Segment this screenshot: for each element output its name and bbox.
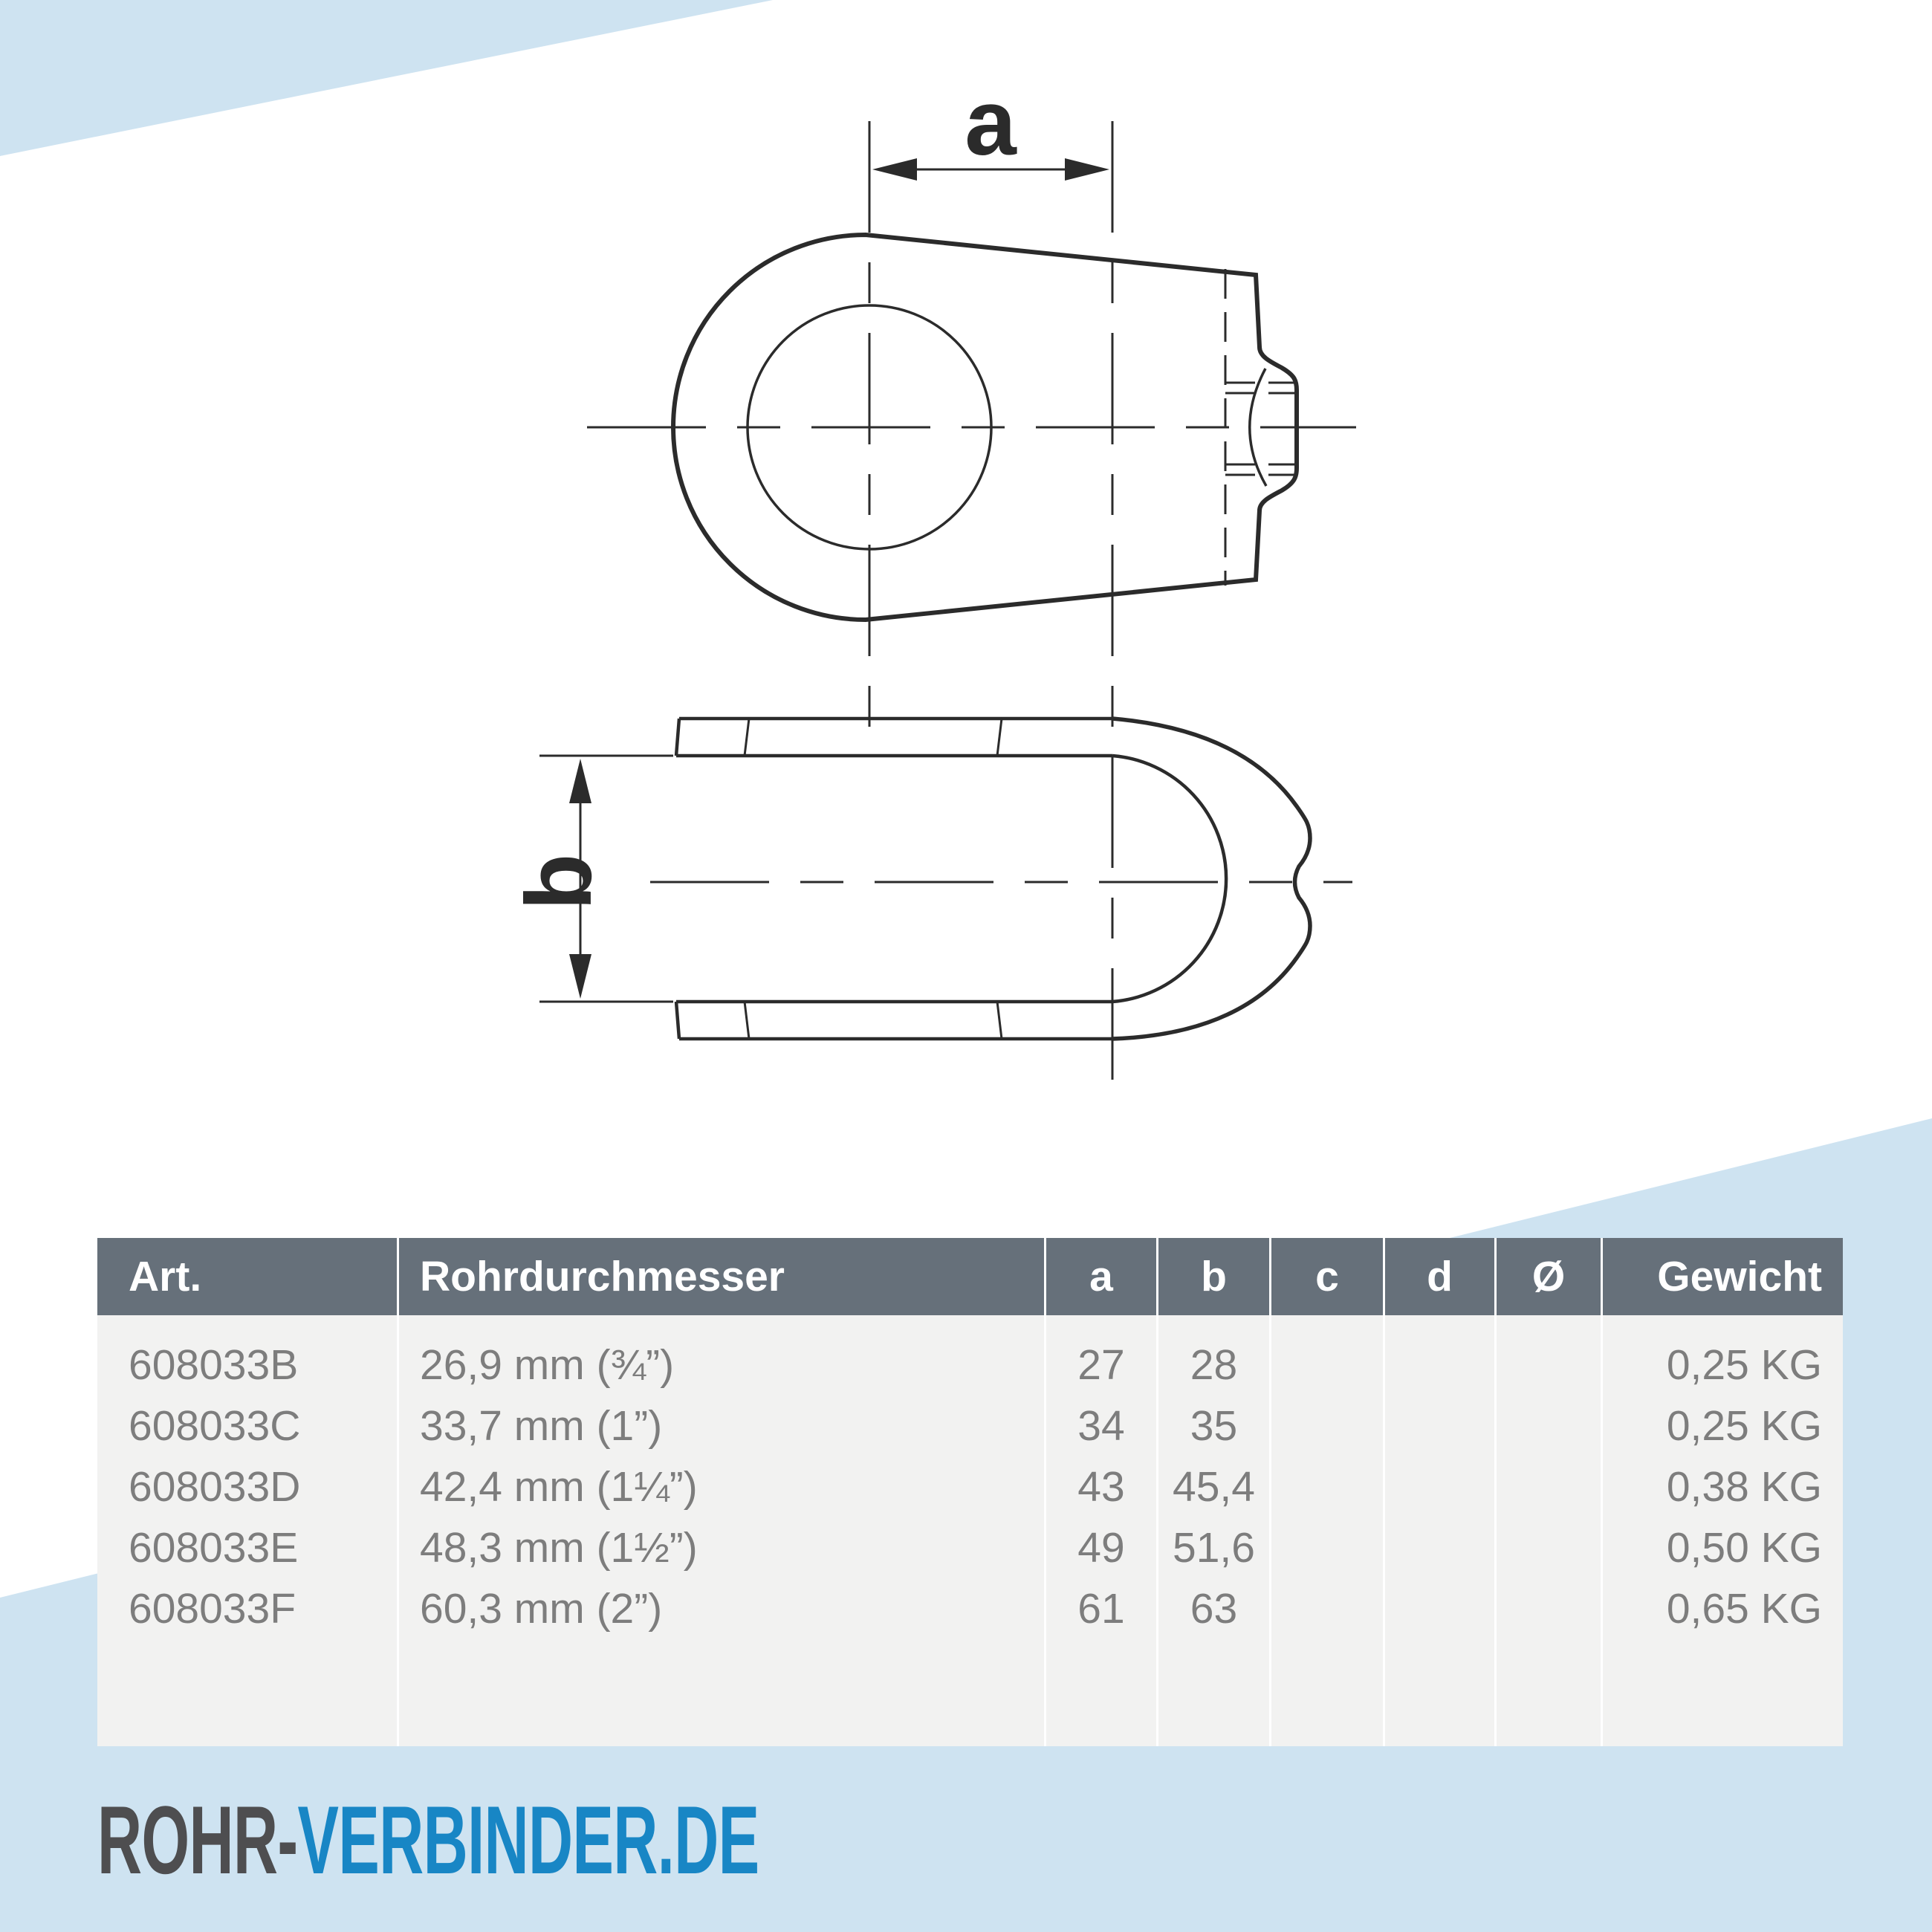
cell-a: 61 <box>1046 1578 1158 1639</box>
cell-a: 43 <box>1046 1456 1158 1517</box>
cell-d <box>1385 1578 1497 1639</box>
dim-a-arrow-left <box>872 158 917 181</box>
socket-bore-arc <box>1248 368 1268 487</box>
col-header-a: a <box>1046 1238 1158 1315</box>
cell-a: 34 <box>1046 1395 1158 1456</box>
dim-b-arrow-top <box>569 759 591 803</box>
bottom-arm-tick-2 <box>996 1001 1003 1040</box>
top-arm-tick-1 <box>743 718 751 756</box>
cell-gewicht: 0,25 KG <box>1666 1341 1822 1389</box>
cell-c <box>1271 1456 1385 1517</box>
col-header-art: Art. <box>97 1238 399 1315</box>
cell-c <box>1271 1395 1385 1456</box>
cell-d <box>1385 1335 1497 1395</box>
cell-diameter <box>1497 1456 1603 1517</box>
spec-table: Art. Rohrdurchmesser a b c d Ø Gewicht 6… <box>97 1238 1843 1746</box>
cell-gewicht: 0,38 KG <box>1666 1463 1822 1511</box>
cell-art: 608033D <box>97 1456 399 1517</box>
cell-c <box>1271 1335 1385 1395</box>
cell-art: 608033E <box>97 1517 399 1578</box>
col-header-durchmesser: Rohrdurchmesser <box>399 1238 1046 1315</box>
top-arm-end <box>674 718 681 756</box>
cell-diameter <box>1497 1517 1603 1578</box>
top-view-outline <box>671 232 1299 623</box>
site-logo: ROHR-VERBINDER.DE <box>97 1792 759 1888</box>
col-header-diameter: Ø <box>1497 1238 1603 1315</box>
cell-b: 35 <box>1158 1395 1271 1456</box>
dim-a-arrow-right <box>1065 158 1109 181</box>
bottom-arm-tick-1 <box>743 1001 751 1040</box>
cell-d <box>1385 1517 1497 1578</box>
cell-durchmesser: 60,3 mm (2”) <box>399 1578 1046 1639</box>
cell-d <box>1385 1395 1497 1456</box>
cell-art: 608033C <box>97 1395 399 1456</box>
cell-durchmesser: 33,7 mm (1”) <box>399 1395 1046 1456</box>
spec-table-header: Art. Rohrdurchmesser a b c d Ø Gewicht <box>97 1238 1843 1315</box>
dim-b-label: b <box>508 854 611 910</box>
spec-table-body: 608033B 26,9 mm (¾”) 27 28 0,25 KG 60803… <box>97 1315 1843 1746</box>
side-view-body-outline <box>1112 716 1312 1041</box>
dim-b-arrow-bottom <box>569 954 591 999</box>
bore-circle <box>746 304 993 551</box>
cell-diameter <box>1497 1395 1603 1456</box>
dim-a-label: a <box>965 71 1017 175</box>
cell-b: 45,4 <box>1158 1456 1271 1517</box>
logo-part-verbinder: VERBINDER.DE <box>297 1786 759 1894</box>
cell-b: 28 <box>1158 1335 1271 1395</box>
cell-diameter <box>1497 1578 1603 1639</box>
cell-a: 27 <box>1046 1335 1158 1395</box>
cell-durchmesser: 42,4 mm (1¼”) <box>399 1456 1046 1517</box>
cell-b: 51,6 <box>1158 1517 1271 1578</box>
col-header-b: b <box>1158 1238 1271 1315</box>
cell-c <box>1271 1578 1385 1639</box>
bottom-arm-end <box>674 1001 681 1040</box>
cell-gewicht: 0,25 KG <box>1666 1402 1822 1450</box>
cell-d <box>1385 1456 1497 1517</box>
cell-durchmesser: 26,9 mm (¾”) <box>399 1335 1046 1395</box>
cell-art: 608033B <box>97 1335 399 1395</box>
cell-b: 63 <box>1158 1578 1271 1639</box>
col-header-gewicht: Gewicht <box>1657 1253 1822 1300</box>
col-header-d: d <box>1385 1238 1497 1315</box>
cell-durchmesser: 48,3 mm (1½”) <box>399 1517 1046 1578</box>
top-arm-tick-2 <box>996 718 1003 756</box>
col-header-c: c <box>1271 1238 1385 1315</box>
cell-a: 49 <box>1046 1517 1158 1578</box>
cell-diameter <box>1497 1335 1603 1395</box>
logo-part-rohr: ROHR- <box>97 1786 298 1894</box>
fork-inner-arc <box>1112 753 1228 1004</box>
cell-gewicht: 0,50 KG <box>1666 1524 1822 1572</box>
cell-gewicht: 0,65 KG <box>1666 1585 1822 1633</box>
cell-art: 608033F <box>97 1578 399 1639</box>
cell-c <box>1271 1517 1385 1578</box>
